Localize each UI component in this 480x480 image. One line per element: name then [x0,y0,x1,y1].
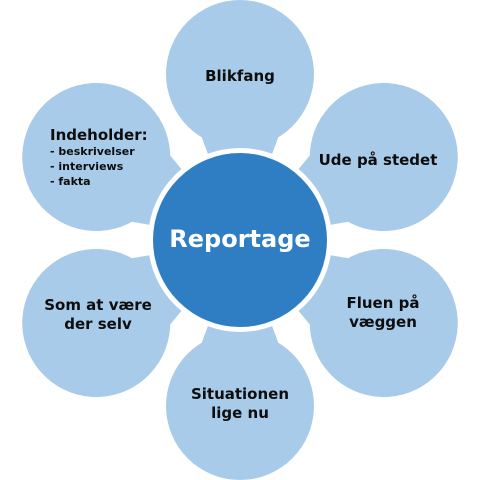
petal-label-lower-right: Fluen på væggen [318,294,448,332]
contains-list: - beskrivelser - interviews - fakta [50,145,180,190]
petal-label-top: Blikfang [175,67,305,86]
petal-lower-right-line-1: Fluen på [346,294,420,312]
petal-label-lower-left: Som at være der selv [33,296,163,334]
center-label: Reportage [169,225,311,253]
petal-bottom-line-1: Situationen [190,385,290,403]
petal-top-line-1: Blikfang [205,67,275,85]
petal-label-upper-right: Ude på stedet [313,151,443,170]
petal-label-upper-left: Indeholder: - beskrivelser - interviews … [50,126,180,190]
contains-item: - fakta [50,174,91,188]
center-circle [153,153,327,327]
petal-lower-right-line-2: væggen [349,312,417,331]
contains-title: Indeholder: [50,126,148,144]
contains-item: - beskrivelser [50,145,135,158]
petal-bottom-line-2: lige nu [211,403,269,422]
contains-item: - interviews [50,159,124,173]
petal-label-bottom: Situationen lige nu [175,385,305,423]
petal-lower-left-line-1: Som at være [44,296,152,314]
petal-lower-left-line-2: der selv [64,314,132,333]
petal-upper-right-line-1: Ude på stedet [318,151,438,169]
